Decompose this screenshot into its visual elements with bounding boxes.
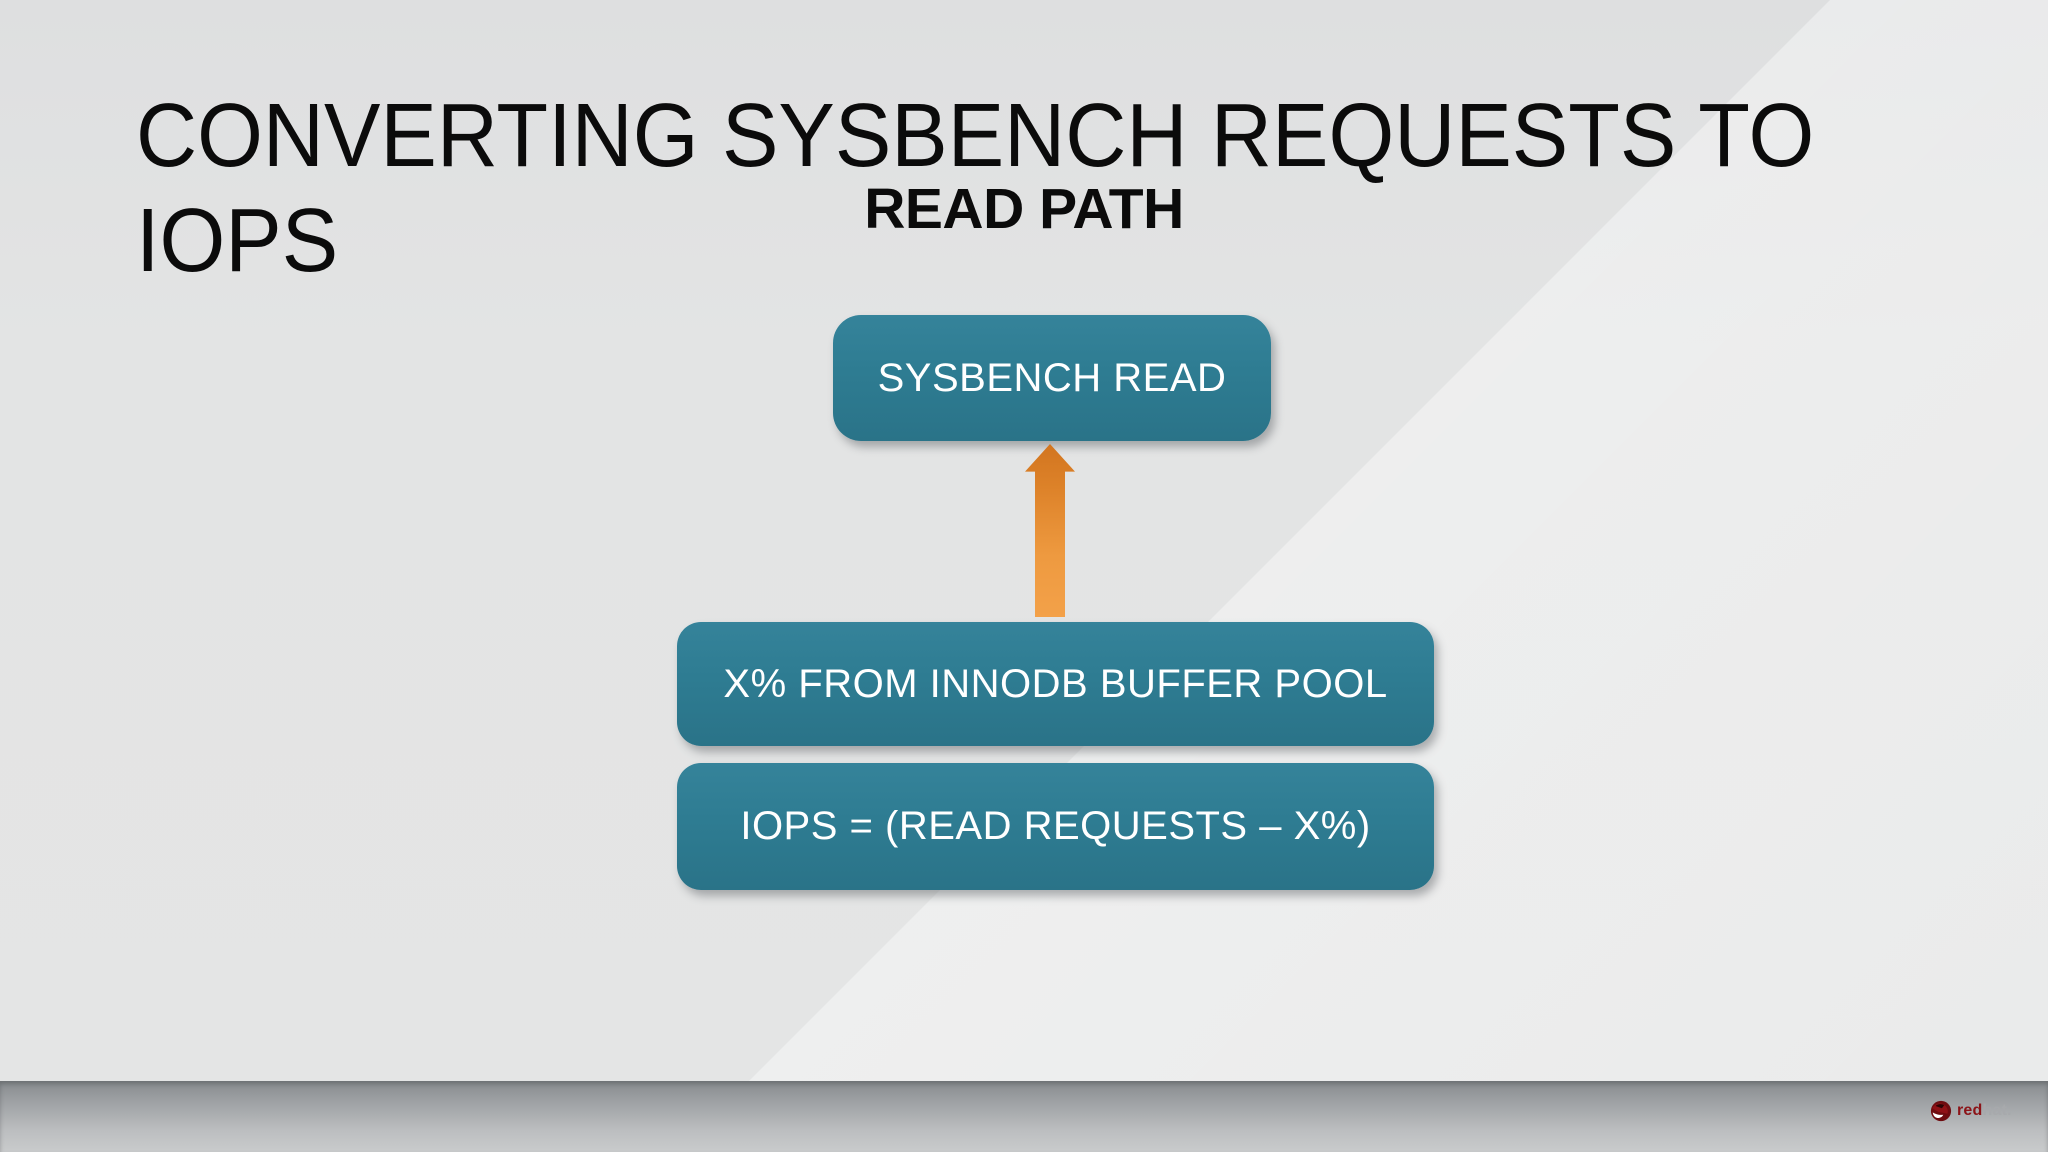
node-sysbench-read-label: SYSBENCH READ <box>877 355 1227 400</box>
footer-bar <box>0 1081 2048 1152</box>
node-iops-formula-label: IOPS = (READ REQUESTS – X%) <box>740 804 1371 848</box>
slide-title: CONVERTING SYSBENCH REQUESTS TO IOPS <box>136 84 1814 295</box>
slide-title-line1: CONVERTING SYSBENCH REQUESTS TO <box>136 86 1815 186</box>
node-buffer-pool-label: X% FROM INNODB BUFFER POOL <box>723 661 1388 706</box>
node-iops-formula: IOPS = (READ REQUESTS – X%) <box>677 763 1434 890</box>
diagram-title: READ PATH <box>864 177 1184 241</box>
node-buffer-pool: X% FROM INNODB BUFFER POOL <box>677 622 1434 746</box>
node-sysbench-read: SYSBENCH READ <box>833 315 1271 441</box>
redhat-logo-red: red <box>1957 1102 1983 1119</box>
up-arrow-icon <box>1025 444 1075 617</box>
redhat-logo-hat: hat. <box>1982 1102 2012 1119</box>
redhat-hat-icon <box>1930 1100 1952 1122</box>
redhat-logo-text: redhat. <box>1957 1102 2012 1120</box>
redhat-logo: redhat. <box>1930 1100 2012 1122</box>
slide-title-line2: IOPS <box>136 191 339 292</box>
